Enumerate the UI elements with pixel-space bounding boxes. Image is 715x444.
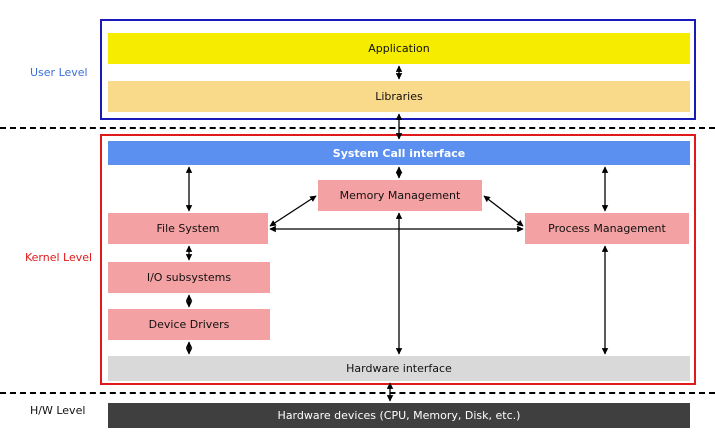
process-management-box: Process Management <box>525 213 689 244</box>
io-subsystems-box: I/O subsystems <box>108 262 270 293</box>
hw-level-label: H/W Level <box>30 404 86 417</box>
arrow-memory-process <box>483 195 524 227</box>
libraries-box: Libraries <box>108 81 690 112</box>
device-drivers-box: Device Drivers <box>108 309 270 340</box>
kernel-level-label: Kernel Level <box>25 251 93 264</box>
memory-management-box: Memory Management <box>318 180 482 211</box>
hardware-interface-box: Hardware interface <box>108 356 690 381</box>
arrow-memory-filesystem <box>269 195 317 227</box>
kernel-hw-separator <box>0 392 715 394</box>
file-system-box: File System <box>108 213 268 244</box>
hardware-devices-box: Hardware devices (CPU, Memory, Disk, etc… <box>108 403 690 428</box>
system-call-interface-box: System Call interface <box>108 141 690 165</box>
user-kernel-separator <box>0 127 715 129</box>
application-box: Application <box>108 33 690 64</box>
user-level-label: User Level <box>30 66 88 79</box>
